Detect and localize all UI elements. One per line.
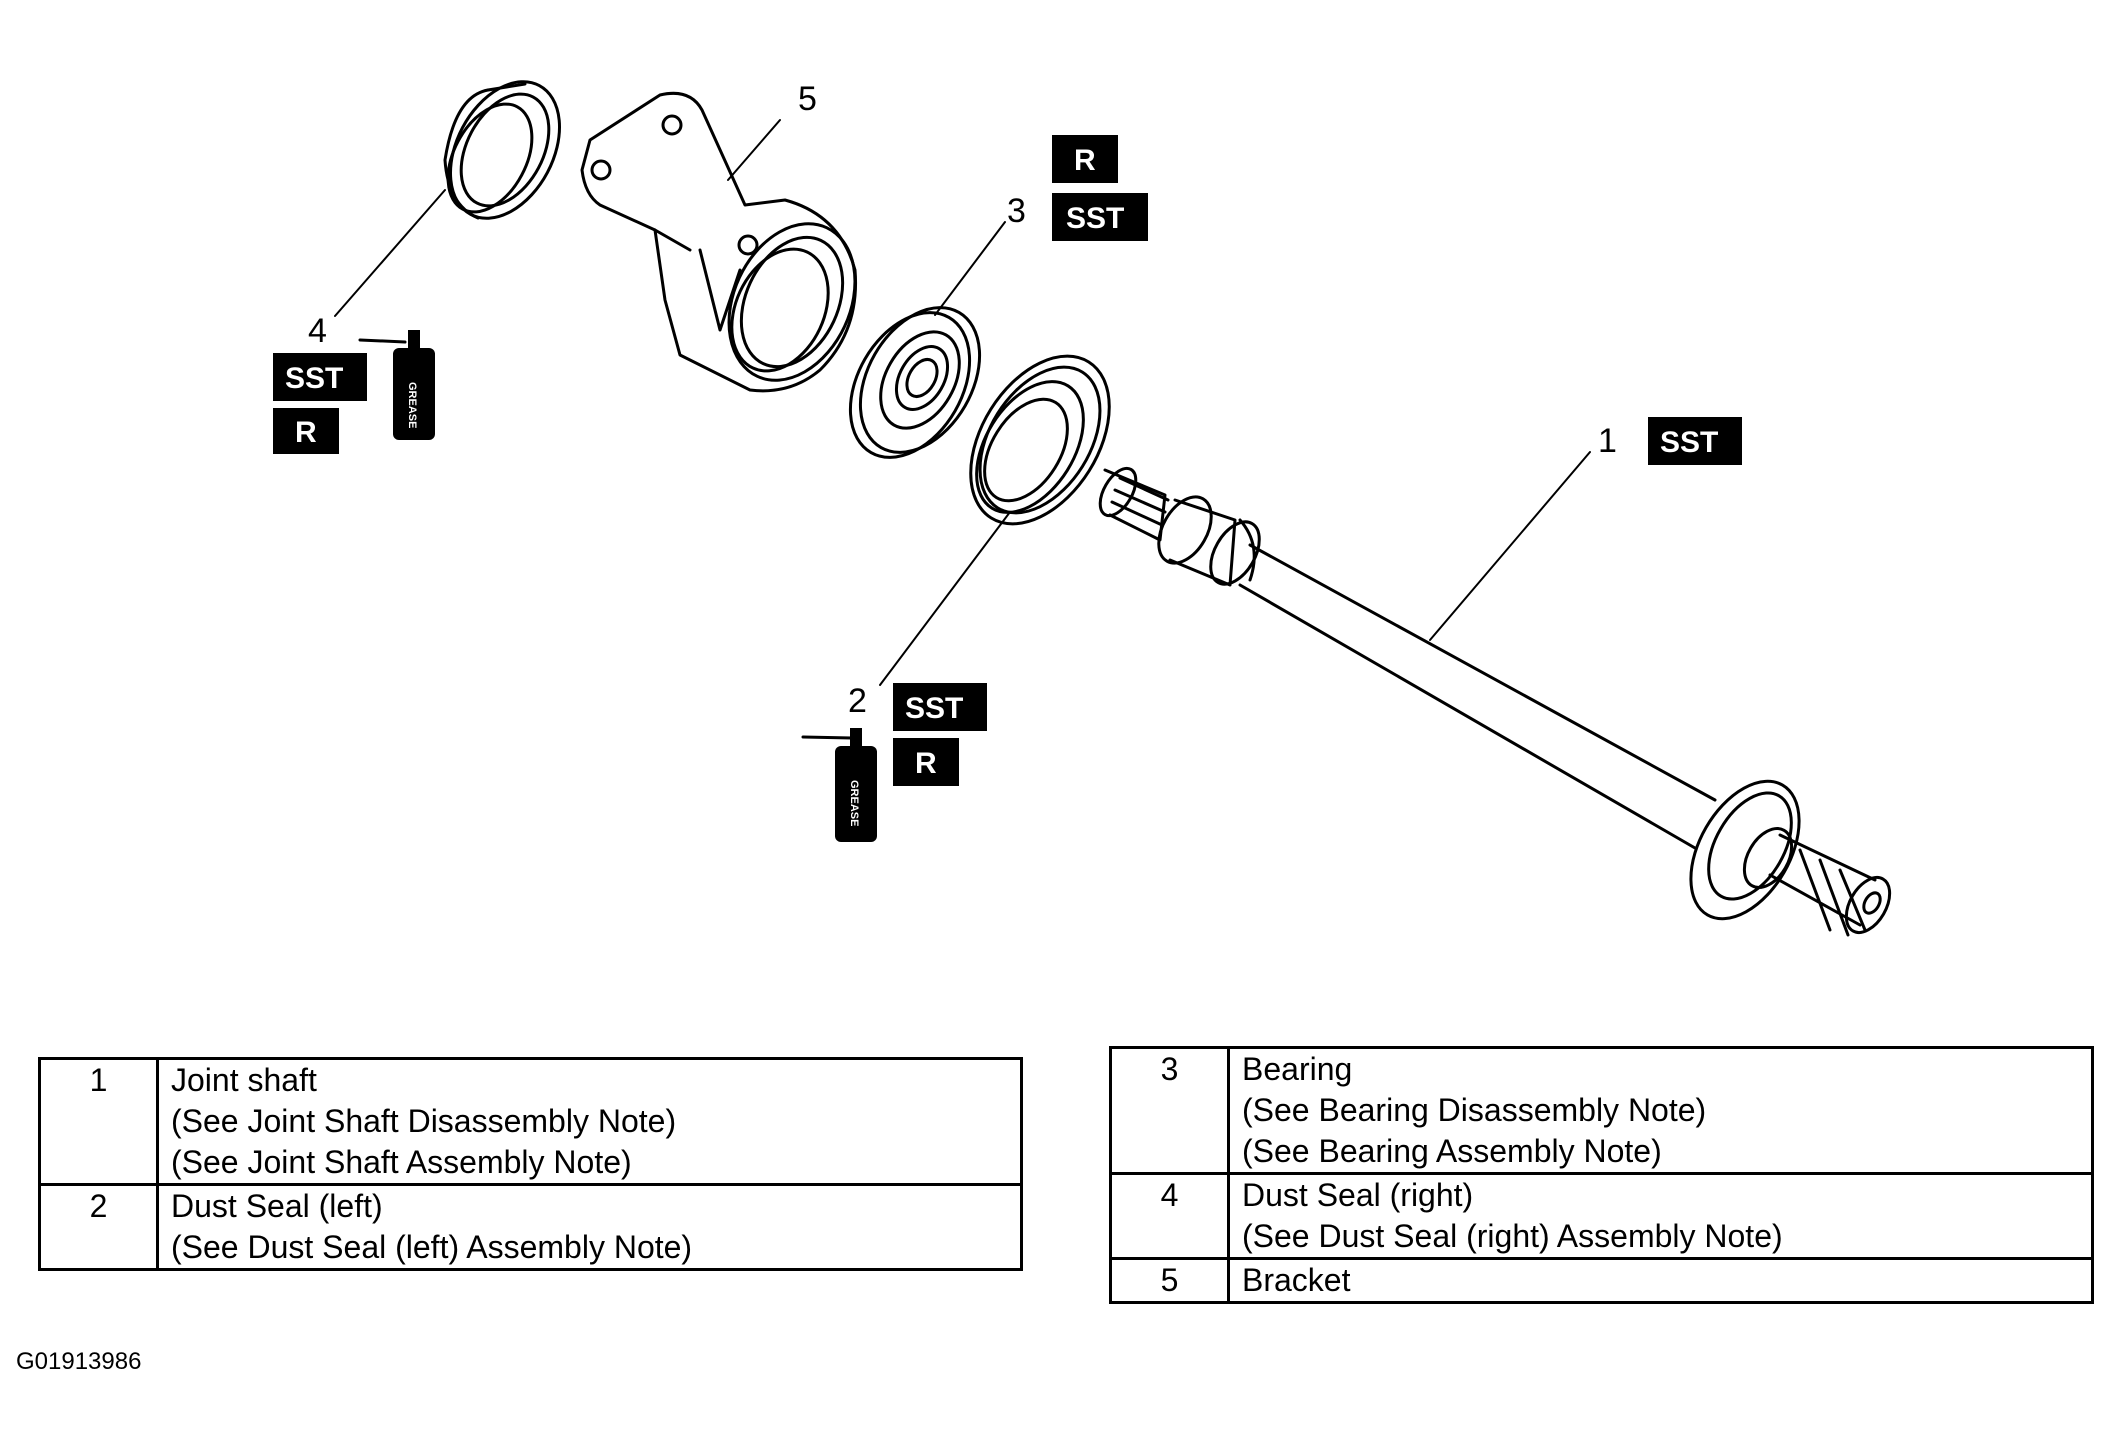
svg-text:R: R [1074,144,1096,177]
grease-can-2 [801,735,854,740]
sst-tag-part-1: SST [1648,417,1742,465]
leader-lines [334,119,1591,686]
svg-text:SST: SST [285,362,343,395]
item-description: Joint shaft (See Joint Shaft Disassembly… [157,1057,1022,1186]
grease-can-icon: GREASE [393,330,435,440]
item-number: 4 [1110,1172,1230,1260]
grease-can-4 [358,338,407,344]
callout-5: 5 [798,80,817,118]
bracket-part [580,91,858,393]
svg-text:SST: SST [1660,426,1718,459]
item-description: Dust Seal (right) (See Dust Seal (right)… [1228,1172,2093,1260]
grease-can-icon: GREASE [835,728,877,842]
item-number: 1 [39,1057,159,1186]
sst-tag-part-3: SST [1052,193,1148,241]
dust-seal-left-part [969,354,1111,526]
callout-2: 2 [848,682,867,720]
r-tag-part-3: R [1052,135,1118,183]
item-number: 5 [1110,1257,1230,1304]
figure-id: G01913986 [16,1348,142,1375]
sst-tag-part-2: SST [893,683,987,731]
table-row: 3 Bearing (See Bearing Disassembly Note)… [1110,1046,2093,1175]
table-row: 2 Dust Seal (left) (See Dust Seal (left)… [39,1183,1022,1271]
svg-text:GREASE: GREASE [848,780,860,826]
table-row: 5 Bracket [1110,1257,2093,1304]
callout-1: 1 [1598,422,1617,460]
item-number: 2 [39,1183,159,1271]
item-description: Dust Seal (left) (See Dust Seal (left) A… [157,1183,1022,1271]
joint-shaft-part [1098,466,1892,937]
svg-text:GREASE: GREASE [406,382,418,428]
sst-tag-part-4: SST [273,353,367,401]
table-row: 4 Dust Seal (right) (See Dust Seal (righ… [1110,1172,2093,1260]
callout-3: 3 [1007,192,1026,230]
legend-table-right: 3 Bearing (See Bearing Disassembly Note)… [1109,1046,2094,1304]
legend-table-left: 1 Joint shaft (See Joint Shaft Disassemb… [38,1057,1023,1271]
item-description: Bearing (See Bearing Disassembly Note) (… [1228,1046,2093,1175]
callout-4: 4 [308,312,327,350]
item-description: Bracket [1228,1257,2093,1304]
bearing-part [848,306,982,459]
r-tag-part-4: R [273,408,339,454]
table-row: 1 Joint shaft (See Joint Shaft Disassemb… [39,1057,1022,1186]
svg-text:SST: SST [1066,202,1124,235]
svg-text:SST: SST [905,692,963,725]
svg-text:R: R [295,416,317,449]
exploded-view-diagram: GREASE GREASE 5 3 4 1 2 R SST SST R SST … [273,80,1892,937]
svg-text:R: R [915,747,937,780]
r-tag-part-2: R [893,738,959,786]
dust-seal-right-part [443,80,562,220]
item-number: 3 [1110,1046,1230,1175]
